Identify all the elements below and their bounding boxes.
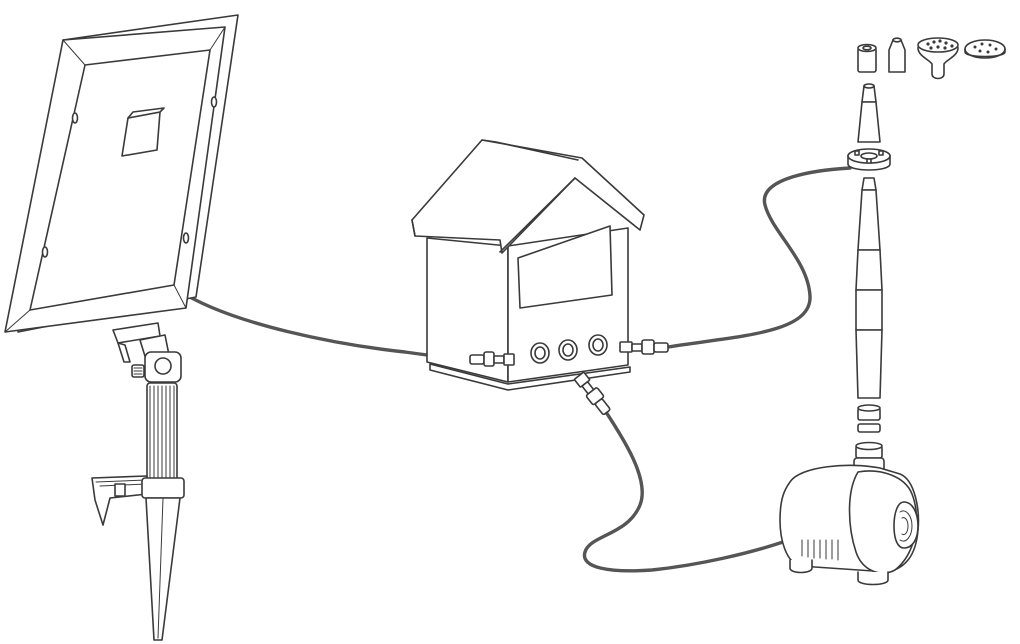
cable-box-to-tube bbox=[666, 166, 852, 349]
control-box-roof bbox=[411, 139, 645, 254]
diverter-icon bbox=[847, 148, 891, 171]
pump-intake-icon bbox=[893, 501, 919, 549]
connector-right bbox=[619, 339, 669, 355]
connector-bottom bbox=[573, 371, 611, 416]
nozzle-mushroom-icon bbox=[917, 37, 959, 80]
solar-panel bbox=[4, 14, 239, 333]
control-knobs bbox=[530, 334, 608, 364]
cable-box-to-pump bbox=[582, 398, 785, 573]
stake-clip bbox=[91, 475, 148, 526]
nozzle-disc-icon bbox=[964, 39, 1006, 59]
nozzle-cylinder-icon bbox=[857, 43, 877, 73]
display-window bbox=[517, 225, 613, 309]
connectors bbox=[469, 339, 669, 416]
control-box bbox=[411, 139, 645, 391]
nozzle-bullet-icon bbox=[888, 37, 906, 73]
ground-stake bbox=[91, 322, 185, 641]
connector-left bbox=[469, 351, 515, 367]
nozzle-set bbox=[857, 37, 1006, 80]
water-pump bbox=[779, 441, 920, 586]
stake-spike bbox=[145, 497, 181, 641]
fountain-tube bbox=[847, 83, 891, 433]
